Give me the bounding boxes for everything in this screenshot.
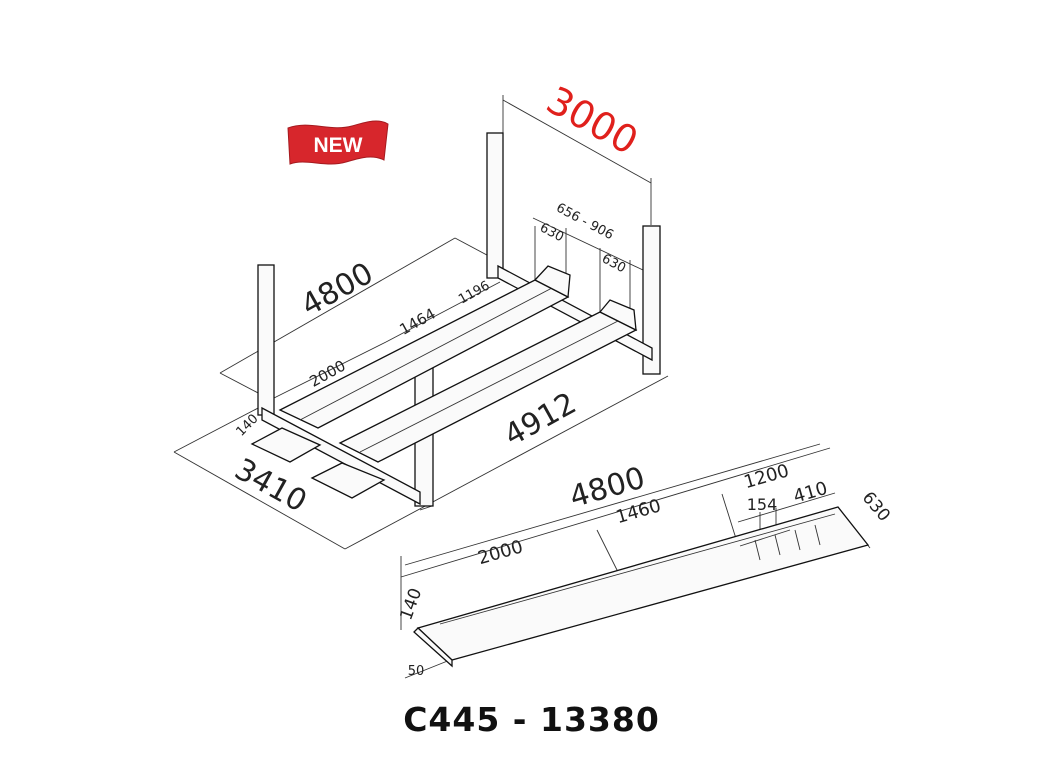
runway-dim-detail-410: 410 <box>791 478 830 508</box>
runway-dim-detail-154: 154 <box>747 495 778 514</box>
ramp-front-right <box>310 462 386 499</box>
post-rear-left <box>486 132 504 279</box>
ramp-front-left <box>250 427 322 463</box>
dim-platform-width-left: 630 <box>537 220 566 245</box>
dim-length-4800: 4800 <box>296 256 380 324</box>
new-badge-ribbon <box>287 120 389 165</box>
new-badge: NEW <box>287 120 389 165</box>
dim-offset-1196: 1196 <box>456 278 492 307</box>
dim-end-140: 140 <box>233 411 261 439</box>
runway-dim-segment-2000: 2000 <box>476 536 526 569</box>
runway-dim-segment-1200: 1200 <box>742 460 792 493</box>
dim-overall-length-4912: 4912 <box>499 386 583 454</box>
model-code: C445 - 13380 <box>403 700 660 739</box>
post-front-left <box>257 264 275 416</box>
runway-dim-ramp-50: 50 <box>408 664 425 679</box>
runway-plate-side <box>413 627 453 668</box>
runways <box>250 265 638 499</box>
post-rear-right <box>642 225 661 375</box>
runway-dim-width-630: 630 <box>858 488 894 526</box>
dim-overall-width-3410: 3410 <box>229 452 313 520</box>
dim-platform-width-right: 630 <box>599 251 628 276</box>
new-badge-text: NEW <box>314 134 363 157</box>
runway-detail-view: 4800 2000 1460 1200 154 410 630 140 50 <box>396 443 894 679</box>
runway-plate-top <box>416 506 870 661</box>
